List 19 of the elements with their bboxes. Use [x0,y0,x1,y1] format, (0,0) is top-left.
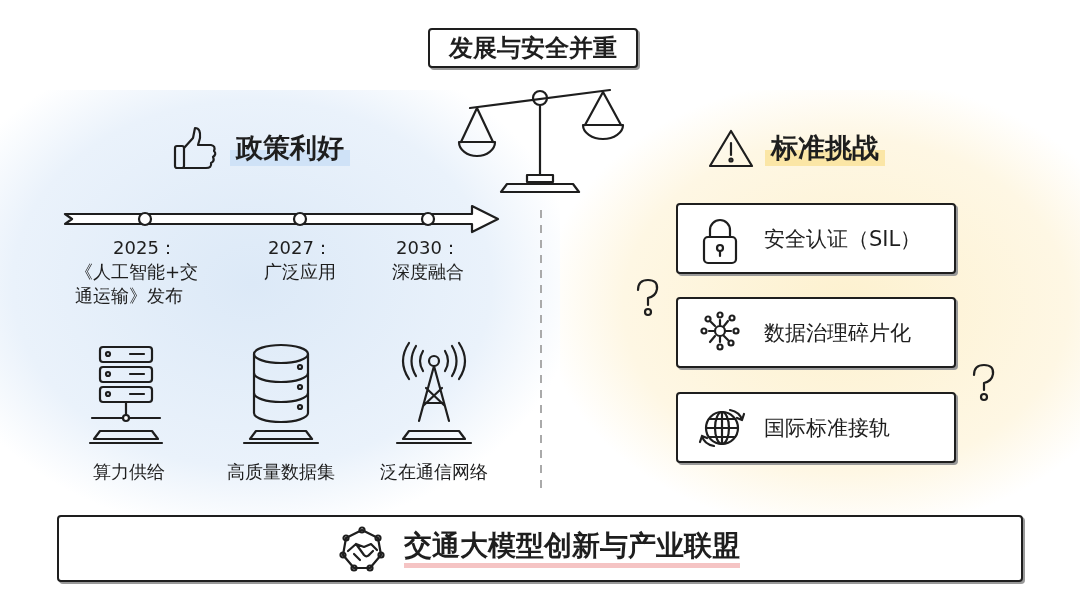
timeline-year: 2025： [113,236,177,260]
challenge-box [676,297,956,368]
title-box [428,28,638,68]
title-text: 发展与安全并重 [449,33,617,64]
banner-title: 交通大模型创新与产业联盟 [404,529,740,568]
timeline-year: 2027： [268,236,332,260]
timeline-event: 深度融合 [392,260,464,284]
challenge-text: 数据治理碎片化 [764,319,911,347]
timeline-event: 《人工智能+交通运输》发布 [75,260,200,308]
icon-caption: 算力供给 [93,460,165,484]
challenge-text: 安全认证（SIL） [764,225,922,253]
timeline-event: 广泛应用 [264,260,336,284]
challenge-text: 国际标准接轨 [764,414,890,442]
icon-caption: 泛在通信网络 [380,460,488,484]
challenge-box [676,203,956,274]
icon-caption: 高质量数据集 [227,460,335,484]
banner-box [57,515,1023,582]
timeline-year: 2030： [396,236,460,260]
challenge-box [676,392,956,463]
